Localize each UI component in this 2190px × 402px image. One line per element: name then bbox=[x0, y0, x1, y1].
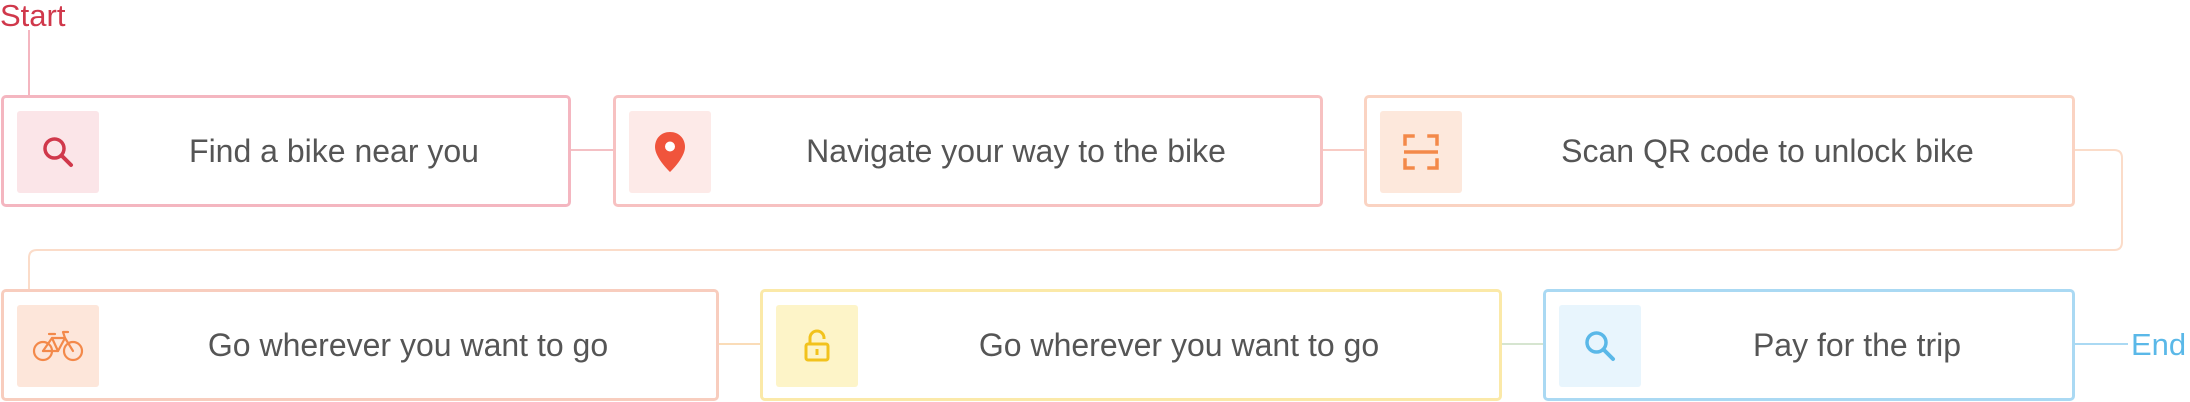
connector-row-wrap bbox=[28, 149, 2123, 289]
step-label: Scan QR code to unlock bike bbox=[1561, 132, 1974, 169]
start-label: Start bbox=[0, 0, 66, 33]
step-icon-box bbox=[1380, 111, 1462, 193]
step-label: Go wherever you want to go bbox=[978, 326, 1380, 363]
step-label: Navigate your way to the bike bbox=[806, 132, 1226, 169]
step-icon-box bbox=[629, 111, 711, 193]
step-icon-box bbox=[1559, 305, 1641, 387]
unlock-icon bbox=[804, 329, 830, 362]
step-label: Find a bike near you bbox=[189, 132, 479, 169]
step-navigate: Navigate your way to the bike bbox=[613, 95, 1323, 207]
step-icon-box bbox=[776, 305, 858, 387]
scan-icon bbox=[1403, 134, 1439, 170]
search-icon bbox=[1585, 331, 1615, 361]
step-go-anywhere: Go wherever you want to go bbox=[760, 289, 1502, 401]
step-find-bike: Find a bike near you bbox=[1, 95, 571, 207]
step-label: Go wherever you want to go bbox=[207, 326, 609, 363]
step-label: Pay for the trip bbox=[1752, 326, 1962, 363]
end-label: End bbox=[2131, 327, 2187, 362]
map-pin-icon bbox=[655, 132, 685, 172]
step-icon-box bbox=[17, 305, 99, 387]
step-icon-box bbox=[17, 111, 99, 193]
search-icon bbox=[43, 137, 73, 167]
step-pay: Pay for the trip bbox=[1543, 289, 2075, 401]
bike-icon bbox=[32, 330, 84, 362]
step-ride: Go wherever you want to go bbox=[1, 289, 719, 401]
step-scan-qr: Scan QR code to unlock bike bbox=[1364, 95, 2075, 207]
